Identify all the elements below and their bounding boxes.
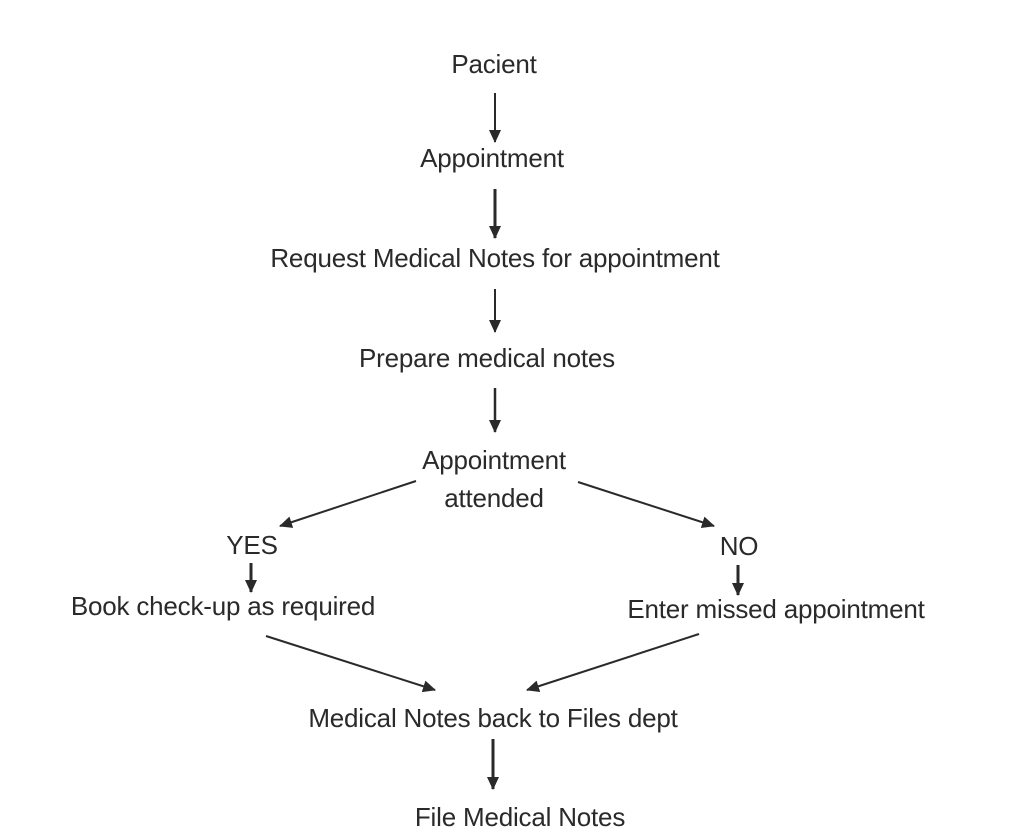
node-no: NO bbox=[719, 531, 759, 561]
node-medical-notes-back: Medical Notes back to Files dept bbox=[308, 703, 678, 733]
node-yes: YES bbox=[226, 530, 278, 560]
arrow-attended-to-yes bbox=[279, 480, 417, 528]
node-appointment: Appointment bbox=[420, 143, 564, 173]
node-file-medical-notes: File Medical Notes bbox=[414, 802, 626, 832]
node-pacient: Pacient bbox=[451, 49, 537, 79]
node-prepare-medical-notes: Prepare medical notes bbox=[359, 343, 615, 373]
node-appointment-attended: Appointment attended bbox=[422, 441, 566, 517]
arrow-enter-to-back bbox=[526, 633, 700, 692]
node-enter-missed-appointment: Enter missed appointment bbox=[627, 594, 925, 624]
arrow-attended-to-no bbox=[577, 481, 715, 529]
node-appointment-attended-line1: Appointment bbox=[422, 445, 566, 475]
node-request-medical-notes: Request Medical Notes for appointment bbox=[270, 243, 720, 273]
node-book-checkup: Book check-up as required bbox=[70, 591, 376, 621]
node-appointment-attended-line2: attended bbox=[444, 483, 544, 513]
arrow-book-to-back bbox=[265, 635, 436, 693]
